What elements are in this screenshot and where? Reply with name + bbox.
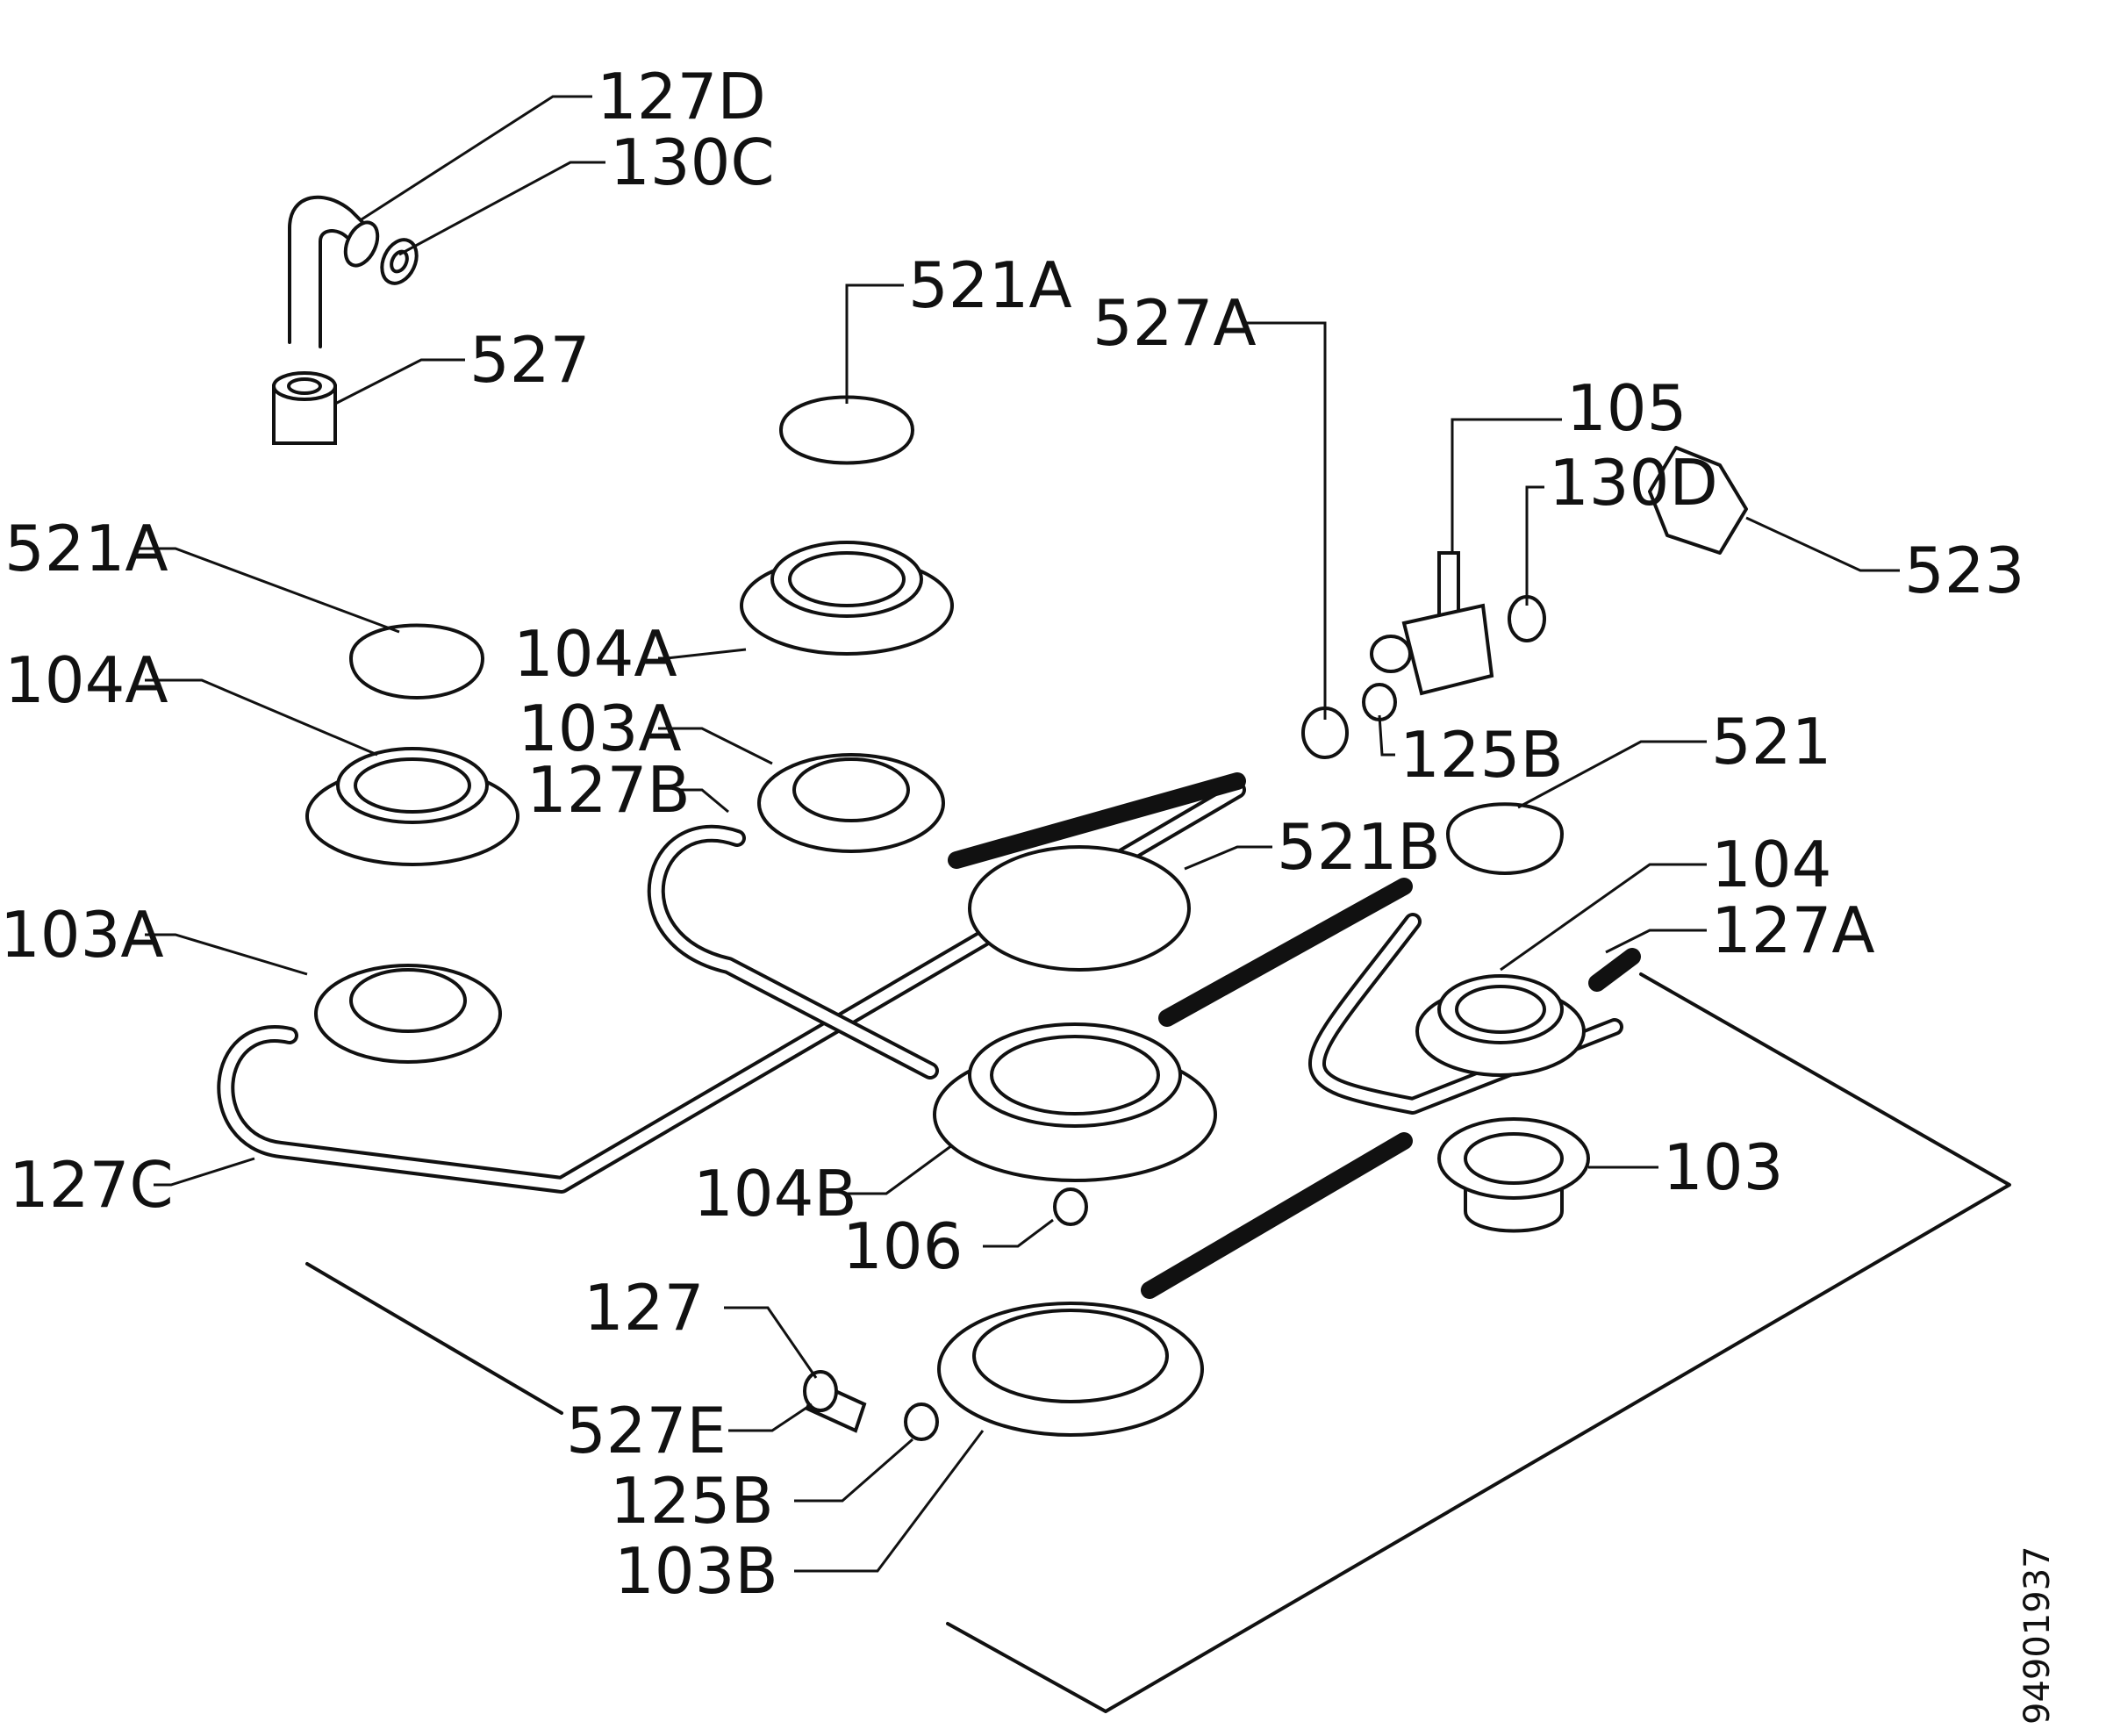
label-127A: 127A — [1711, 893, 1875, 967]
burner-head-104B — [933, 1022, 1217, 1182]
burner-cap-521 — [1445, 802, 1565, 875]
label-527: 527 — [469, 323, 590, 397]
nozzle-125B-top — [1362, 683, 1397, 721]
label-103A-mid: 103A — [518, 692, 682, 765]
nut-527 — [272, 371, 337, 445]
burner-cap-521B — [968, 845, 1191, 972]
label-125B-bottom: 125B — [610, 1464, 774, 1538]
label-104A-mid: 104A — [513, 617, 677, 691]
label-103A-left: 103A — [0, 898, 164, 972]
burner-head-104A-left — [305, 747, 519, 866]
burner-cap-521A-top — [778, 395, 915, 465]
leader-lines — [136, 95, 1900, 1573]
label-104: 104 — [1711, 828, 1831, 901]
label-527E: 527E — [566, 1394, 727, 1467]
part-labels: 127D 130C 527 521A 527A 105 130D 523 521… — [0, 60, 2024, 1608]
label-125B-top: 125B — [1400, 718, 1564, 792]
gas-pipes — [217, 772, 1641, 1299]
label-130D: 130D — [1549, 446, 1718, 520]
nozzle-106 — [1053, 1187, 1088, 1226]
label-127D: 127D — [597, 60, 766, 133]
burner-base-103B — [937, 1302, 1204, 1437]
burner-head-104 — [1415, 974, 1586, 1077]
label-104B: 104B — [693, 1157, 857, 1230]
burner-head-104A-top — [740, 541, 954, 656]
gas-valve-105 — [1370, 551, 1494, 696]
clip-523 — [1648, 446, 1748, 555]
fitting-527E — [803, 1370, 867, 1433]
document-id: 94901937 — [2017, 1546, 2058, 1725]
burner-base-103A-left — [314, 964, 502, 1064]
label-521B: 521B — [1277, 810, 1441, 884]
label-103B: 103B — [614, 1534, 778, 1608]
label-130C: 130C — [610, 126, 775, 199]
burner-cap-521A-left — [348, 623, 485, 699]
label-104A-left: 104A — [4, 643, 168, 717]
nozzle-125B-bottom — [904, 1402, 939, 1441]
label-103: 103 — [1663, 1130, 1783, 1204]
label-521A-left: 521A — [4, 512, 168, 585]
label-521A-top: 521A — [908, 248, 1072, 322]
label-105: 105 — [1566, 371, 1687, 445]
label-127C: 127C — [9, 1148, 174, 1222]
label-127: 127 — [584, 1271, 704, 1345]
label-521: 521 — [1711, 705, 1831, 778]
burner-base-103A-mid — [757, 753, 945, 853]
hob-outline — [305, 972, 2011, 1713]
label-127B: 127B — [526, 753, 691, 827]
elbow-pipe-127D — [288, 195, 419, 348]
label-527A: 527A — [1092, 286, 1257, 360]
burner-base-103 — [1437, 1117, 1590, 1233]
label-106: 106 — [842, 1209, 963, 1283]
label-523: 523 — [1904, 534, 2024, 607]
